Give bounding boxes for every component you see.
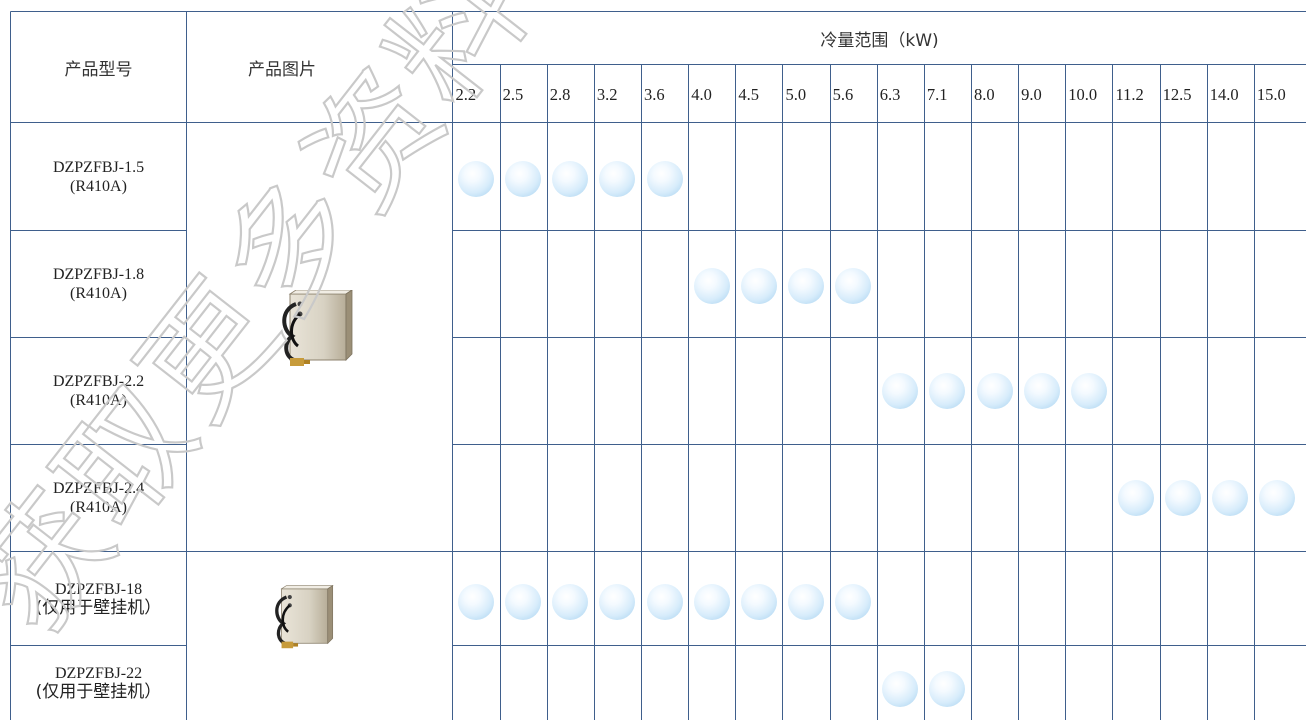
capacity-value: 14.0 [1209, 85, 1239, 104]
coverage-marker [740, 584, 777, 620]
model-cell-2: DZPZFBJ-1.8 (R410A) [11, 231, 186, 337]
capacity-value: 2.8 [549, 85, 571, 104]
coverage-marker [1070, 373, 1107, 409]
capacity-value: 7.1 [926, 85, 948, 104]
model-name: DZPZFBJ-22 [54, 665, 143, 682]
coverage-marker [976, 373, 1013, 409]
coverage-marker [1259, 480, 1296, 516]
coverage-marker [788, 584, 825, 620]
model-note: (仅用于壁挂机） [35, 682, 162, 702]
model-note: (R410A) [70, 285, 127, 302]
coverage-marker [835, 584, 872, 620]
capacity-value: 10.0 [1068, 85, 1098, 104]
capacity-value: 5.6 [832, 85, 854, 104]
coverage-marker [929, 671, 966, 707]
coverage-marker [693, 268, 730, 304]
capacity-value: 2.5 [502, 85, 524, 104]
model-note: (R410A) [70, 499, 127, 516]
model-cell-5: DZPZFBJ-18 (仅用于壁挂机） [11, 552, 186, 645]
product-image-small [275, 585, 334, 649]
image-column-header: 产品图片 [248, 59, 316, 80]
coverage-marker [1023, 373, 1060, 409]
coverage-marker [646, 584, 683, 620]
model-cell-3: DZPZFBJ-2.2 (R410A) [11, 338, 186, 444]
coverage-marker [552, 161, 589, 197]
coverage-marker [1212, 480, 1249, 516]
capacity-value: 9.0 [1021, 85, 1042, 104]
coverage-marker [929, 373, 966, 409]
model-name: DZPZFBJ-1.8 [52, 266, 145, 283]
model-name: DZPZFBJ-2.2 [52, 373, 145, 390]
capacity-value: 3.6 [644, 85, 665, 104]
coverage-marker [1165, 480, 1202, 516]
coverage-marker [788, 268, 825, 304]
capacity-value: 6.3 [879, 85, 901, 104]
coverage-marker [458, 161, 495, 197]
model-note: (仅用于壁挂机） [35, 597, 162, 618]
coverage-marker [740, 268, 777, 304]
coverage-marker [1118, 480, 1154, 516]
capacity-value: 12.5 [1162, 85, 1192, 104]
coverage-marker [882, 373, 919, 409]
capacity-value: 2.2 [455, 85, 477, 104]
coverage-marker [599, 584, 636, 620]
coverage-marker [693, 584, 730, 620]
capacity-value: 5.0 [785, 85, 807, 104]
capacity-value: 4.5 [738, 85, 759, 104]
coverage-marker [646, 161, 683, 197]
coverage-marker [552, 584, 589, 620]
model-name: DZPZFBJ-1.5 [52, 158, 145, 176]
coverage-marker [835, 268, 872, 304]
model-note: (R410A) [70, 177, 127, 195]
model-cell-6: DZPZFBJ-22 (仅用于壁挂机） [11, 646, 186, 720]
product-image-large [282, 290, 353, 366]
capacity-value: 11.2 [1115, 85, 1144, 104]
model-cell-4: DZPZFBJ-2.4 (R410A) [11, 445, 186, 551]
capacity-range-header: 冷量范围（kW) [820, 30, 939, 51]
model-column-header: 产品型号 [64, 59, 133, 80]
model-cell-1: DZPZFBJ-1.5 (R410A) [11, 123, 186, 230]
capacity-value: 3.2 [596, 85, 618, 104]
coverage-marker [505, 161, 542, 197]
coverage-marker [505, 584, 542, 620]
coverage-marker [882, 671, 919, 707]
coverage-marker [458, 584, 495, 620]
capacity-value: 15.0 [1256, 85, 1286, 104]
model-note: (R410A) [70, 392, 127, 409]
model-name: DZPZFBJ-2.4 [52, 480, 145, 497]
capacity-value: 8.0 [974, 85, 995, 104]
model-name: DZPZFBJ-18 [54, 580, 143, 598]
capacity-value: 4.0 [691, 85, 712, 104]
coverage-marker [599, 161, 636, 197]
